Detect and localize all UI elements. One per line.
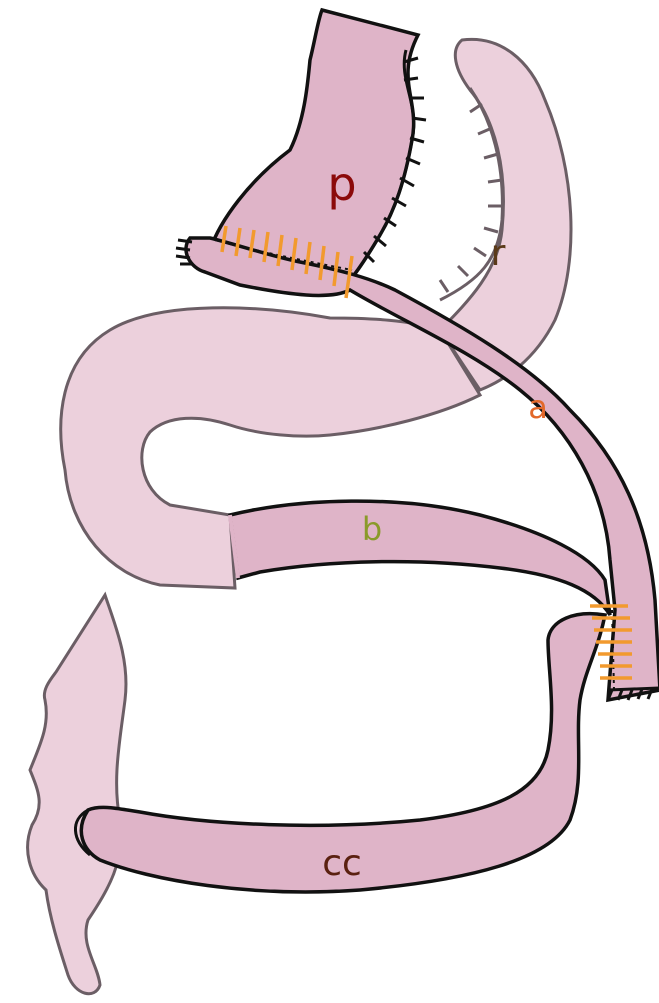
biliopancreatic-limb [230, 501, 610, 615]
gastric-pouch [210, 10, 418, 280]
distal-stump [28, 595, 126, 994]
label-r: r [491, 233, 506, 274]
label-a: a [528, 388, 548, 426]
label-p: p [327, 157, 356, 211]
label-cc: cc [322, 843, 362, 884]
label-b: b [362, 510, 382, 548]
